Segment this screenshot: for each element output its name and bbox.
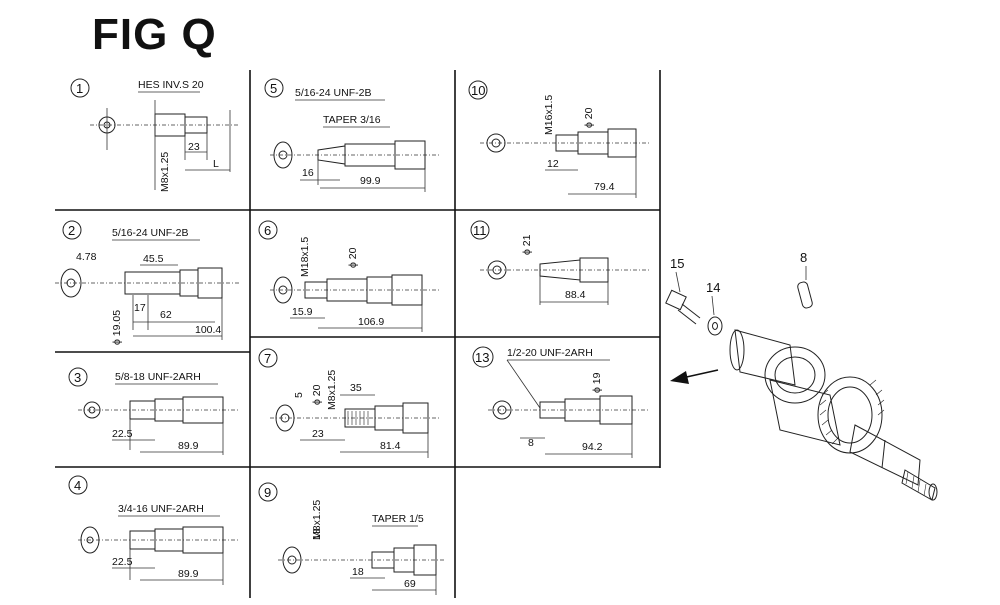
panel-label: 13 (475, 350, 489, 365)
dimension: 99.9 (360, 175, 381, 187)
thread-spec: M16x1.5 (543, 95, 555, 135)
thread-spec: 5/16-24 UNF-2B (295, 87, 371, 99)
dimension: 18 (352, 566, 364, 578)
dimension: 69 (404, 578, 416, 590)
dimension: L (213, 158, 219, 170)
diameter: ϕ 21 (521, 234, 533, 255)
thread-spec: 18 (311, 528, 323, 540)
panel-grid (55, 70, 661, 598)
panel-3: 3 5/8-18 UNF-2ARH 22.5 89.9 (68, 367, 240, 455)
dimension: 23 (188, 141, 200, 153)
bolt-icon (665, 289, 701, 325)
panel-label: 5 (270, 81, 277, 96)
panel-10: 10 M16x1.5 ϕ 20 12 79.4 (468, 80, 650, 198)
pointer-arrow (670, 369, 719, 384)
panel-label: 9 (264, 485, 271, 500)
dimension: 81.4 (380, 440, 401, 452)
taper-spec: TAPER 1/5 (372, 513, 424, 525)
panel-9: 9 18 M8x1.25 TAPER 1/5 18 69 (258, 482, 445, 595)
panel-5: 5 5/16-24 UNF-2B TAPER 3/16 16 99.9 (264, 78, 440, 192)
diameter: ϕ 20 (311, 384, 323, 405)
panel-6: 6 M18x1.5 ϕ 20 15.9 106.9 (258, 220, 440, 332)
part-number-8: 8 (800, 250, 807, 265)
dimension: 35 (350, 382, 362, 394)
thread-spec: M8x1.25 (311, 500, 323, 540)
thread-spec: 3/4-16 UNF-2ARH (118, 503, 204, 515)
dimension: 16 (302, 167, 314, 179)
dimension: 100.4 (195, 324, 221, 336)
thread-spec: HES INV.S 20 (138, 79, 204, 91)
dimension: 15.9 (292, 306, 313, 318)
dimension: 4.78 (76, 251, 97, 263)
thread-spec: 5/16-24 UNF-2B (112, 227, 188, 239)
dimension: 88.4 (565, 289, 586, 301)
diameter: ϕ 19 (591, 372, 603, 393)
dimension: 17 (134, 302, 146, 314)
exploded-parts: 15 14 8 (665, 250, 938, 501)
thread-spec: M8x1.25 (159, 152, 171, 192)
panel-11: 11 ϕ 21 88.4 (470, 220, 650, 305)
panel-label: 7 (264, 351, 271, 366)
panel-label: 11 (473, 223, 487, 238)
thread-spec: 5/8-18 UNF-2ARH (115, 371, 201, 383)
dimension: 62 (160, 309, 172, 321)
part-number-14: 14 (706, 280, 720, 295)
panel-4: 4 3/4-16 UNF-2ARH 22.5 89.9 (68, 475, 240, 585)
thread-spec: M18x1.5 (299, 237, 311, 277)
panel-label: 3 (74, 370, 81, 385)
key-icon (797, 281, 813, 309)
thread-spec: M8x1.25 (326, 370, 338, 410)
panel-label: 4 (74, 478, 81, 493)
dimension: 22.5 (112, 556, 133, 568)
panel-label: 1 (76, 81, 83, 96)
dimension: 89.9 (178, 568, 199, 580)
dimension: 23 (312, 428, 324, 440)
panel-label: 10 (471, 83, 485, 98)
washer-icon (707, 316, 723, 336)
dimension: 8 (528, 437, 534, 449)
dimension: 45.5 (143, 253, 164, 265)
panel-label: 6 (264, 223, 271, 238)
dimension: 12 (547, 158, 559, 170)
dimension: 5 (293, 392, 305, 398)
taper-spec: TAPER 3/16 (323, 114, 381, 126)
diameter: ϕ 20 (347, 247, 359, 268)
crankshaft-illustration (729, 329, 938, 501)
dimension: 22.5 (112, 428, 133, 440)
diameter: ϕ 20 (583, 107, 595, 128)
dimension: 106.9 (358, 316, 384, 328)
dimension: 89.9 (178, 440, 199, 452)
figure-title: FIG Q (92, 10, 217, 59)
panel-2: 2 5/16-24 UNF-2B 4.78 45.5 17 62 100.4 ϕ… (55, 220, 240, 345)
panel-1: 1 HES INV.S 20 23 L M8x1.25 (70, 78, 240, 192)
part-number-15: 15 (670, 256, 684, 271)
panel-label: 2 (68, 223, 75, 238)
diameter: ϕ 19.05 (111, 310, 123, 345)
dimension: 79.4 (594, 181, 615, 193)
dimension: 94.2 (582, 441, 603, 453)
panel-7: 7 M8x1.25 ϕ 20 5 35 23 81.4 (258, 348, 440, 458)
panel-13: 13 1/2-20 UNF-2ARH ϕ 19 8 94.2 (472, 346, 650, 458)
thread-spec: 1/2-20 UNF-2ARH (507, 347, 593, 359)
